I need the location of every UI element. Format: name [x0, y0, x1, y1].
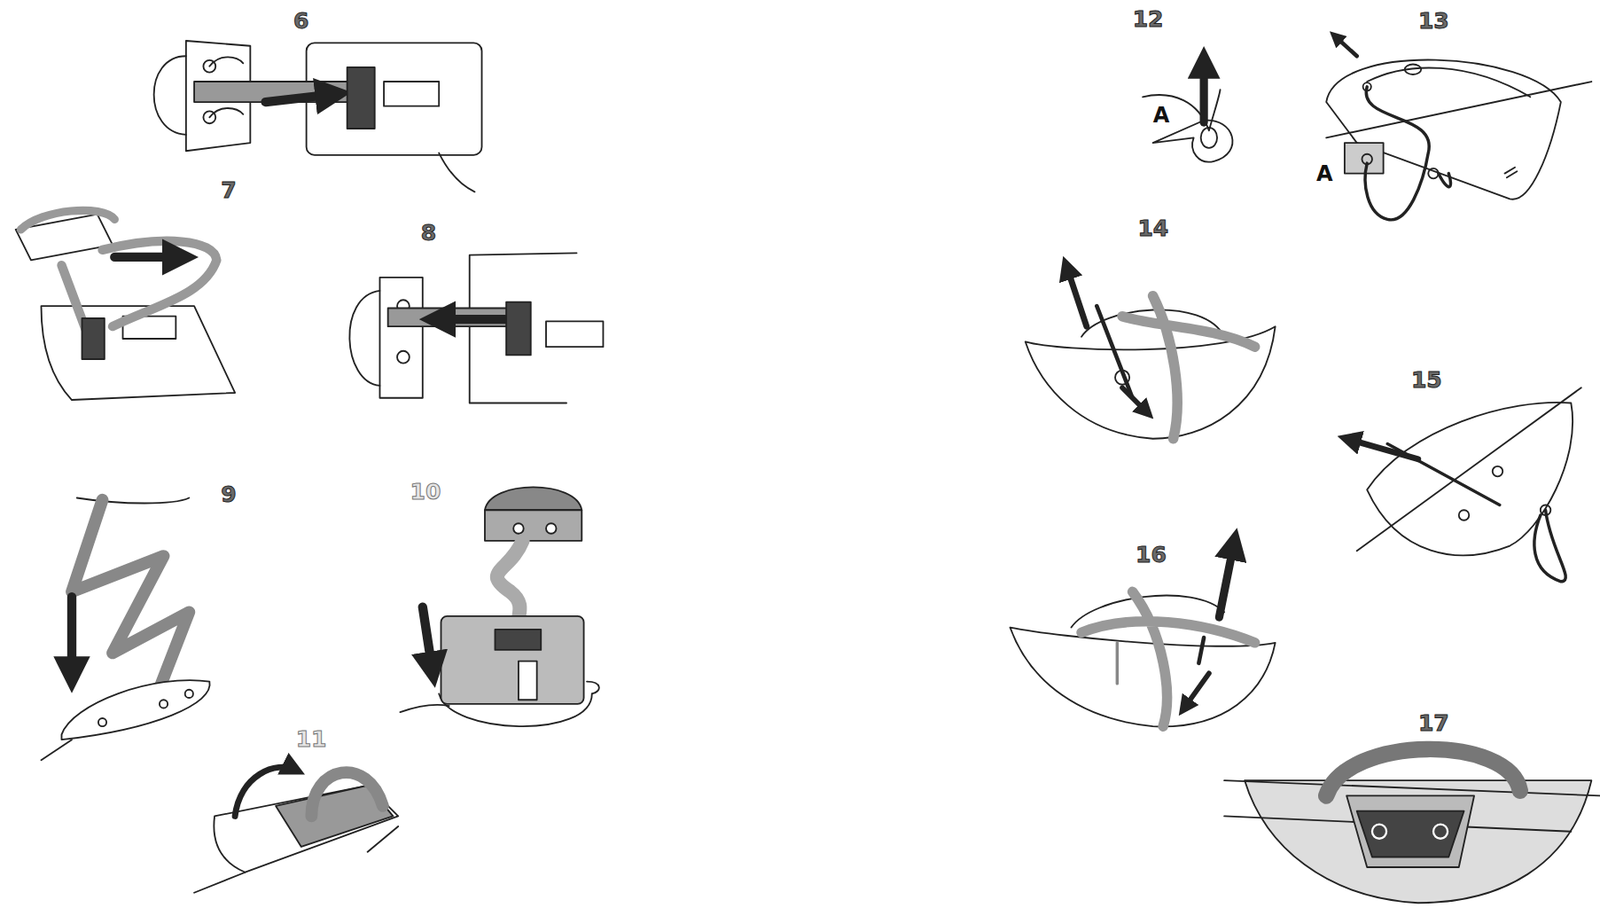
step-17-art: [1224, 749, 1600, 903]
step-number: 11: [296, 727, 328, 750]
part-label: A: [1153, 104, 1171, 126]
part-label: A: [1316, 163, 1334, 185]
step-number: 14: [1137, 216, 1169, 239]
step-6-art: [154, 40, 483, 192]
step-number: 15: [1411, 368, 1443, 391]
step-number: 6: [293, 9, 309, 32]
step-14-art: [1025, 265, 1276, 439]
step-9-art: [40, 497, 210, 760]
step-11-art: [194, 766, 399, 893]
step-number: 8: [421, 221, 437, 244]
step-number: 17: [1418, 711, 1450, 734]
step-12-art: [1142, 59, 1233, 163]
step-number: 12: [1132, 7, 1164, 30]
step-7-art: [15, 210, 235, 400]
step-number: 13: [1418, 9, 1450, 32]
step-10-art: [399, 486, 599, 726]
step-13-art: [1326, 35, 1592, 220]
step-number: 16: [1135, 543, 1167, 566]
step-number: 9: [220, 483, 236, 506]
step-15-art: [1346, 387, 1582, 582]
step-16-art: [1010, 540, 1276, 727]
step-number: 10: [410, 479, 442, 502]
step-number: 7: [220, 179, 236, 202]
step-8-art: [349, 252, 603, 403]
